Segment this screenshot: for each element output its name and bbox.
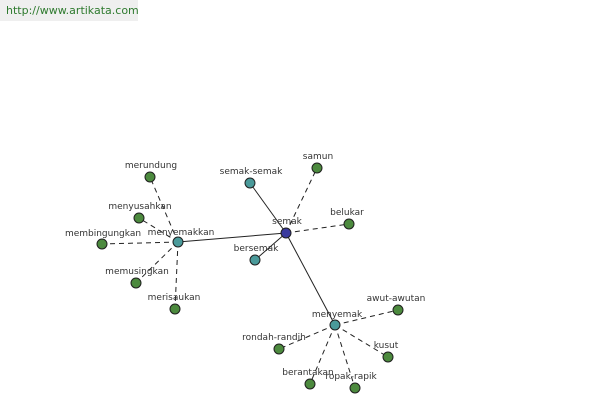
graph-nodes (96, 162, 404, 394)
edge-semak-to-menyemakkan (177, 232, 287, 243)
edge-semak-to-belukar (285, 223, 350, 234)
node-memusingkan[interactable] (130, 277, 142, 289)
edge-menyemakkan-to-merisaukan (174, 241, 179, 310)
graph-labels: semak menyemakkan menyemak semak-semak berse… (65, 152, 425, 382)
node-label-bersemak[interactable]: bersemak (234, 244, 279, 254)
node-bersemak[interactable] (249, 254, 261, 266)
node-label-rondah-randih[interactable]: rondah-randih (242, 333, 306, 343)
node-samun[interactable] (311, 162, 323, 174)
node-merisaukan[interactable] (169, 303, 181, 315)
node-membingungkan[interactable] (96, 238, 108, 250)
node-label-awut-awutan[interactable]: awut-awutan (367, 294, 426, 304)
edge-semak-to-samun (285, 167, 318, 234)
node-ropak-rapik[interactable] (349, 382, 361, 394)
edge-semak-to-bersemak (254, 232, 287, 261)
node-merundung[interactable] (144, 171, 156, 183)
node-label-merisaukan[interactable]: merisaukan (148, 293, 201, 303)
edge-menyemakkan-to-memusingkan (135, 241, 179, 284)
node-label-merundung[interactable]: merundung (125, 161, 177, 171)
node-label-samun[interactable]: samun (303, 152, 333, 162)
node-belukar[interactable] (343, 218, 355, 230)
node-berantakan[interactable] (304, 378, 316, 390)
node-menyemakkan[interactable] (172, 236, 184, 248)
node-label-menyemak[interactable]: menyemak (312, 310, 363, 320)
node-label-menyusahkan[interactable]: menyusahkan (108, 202, 171, 212)
node-label-kusut[interactable]: kusut (374, 341, 399, 351)
node-rondah-randih[interactable] (273, 343, 285, 355)
node-semak[interactable] (280, 227, 292, 239)
site-url-banner[interactable]: http://www.artikata.com (0, 0, 139, 21)
edge-semak-to-semak-semak (249, 182, 287, 234)
edge-menyemak-to-rondah-randih (278, 324, 336, 350)
node-label-membingungkan[interactable]: membingungkan (65, 229, 141, 239)
node-label-belukar[interactable]: belukar (330, 208, 364, 218)
node-semak-semak[interactable] (244, 177, 256, 189)
node-label-semak[interactable]: semak (272, 217, 303, 227)
node-awut-awutan[interactable] (392, 304, 404, 316)
graph-edges (101, 167, 399, 389)
edge-semak-to-menyemak (285, 232, 336, 326)
site-url-link[interactable]: http://www.artikata.com (6, 4, 139, 17)
node-kusut[interactable] (382, 351, 394, 363)
node-label-ropak-rapik[interactable]: ropak-rapik (325, 372, 377, 382)
node-label-menyemakkan[interactable]: menyemakkan (148, 228, 215, 238)
node-menyusahkan[interactable] (133, 212, 145, 224)
edge-menyemak-to-awut-awutan (334, 309, 399, 326)
edge-menyemakkan-to-membingungkan (101, 241, 179, 245)
edge-menyemak-to-kusut (334, 324, 389, 358)
node-label-berantakan[interactable]: berantakan (282, 368, 334, 378)
edge-menyemak-to-berantakan (309, 324, 336, 385)
node-menyemak[interactable] (329, 319, 341, 331)
edge-menyemak-to-ropak-rapik (334, 324, 356, 389)
edge-menyemakkan-to-menyusahkan (138, 217, 179, 243)
edge-menyemakkan-to-merundung (149, 176, 179, 243)
node-label-semak-semak[interactable]: semak-semak (220, 167, 283, 177)
node-label-memusingkan[interactable]: memusingkan (105, 267, 169, 277)
